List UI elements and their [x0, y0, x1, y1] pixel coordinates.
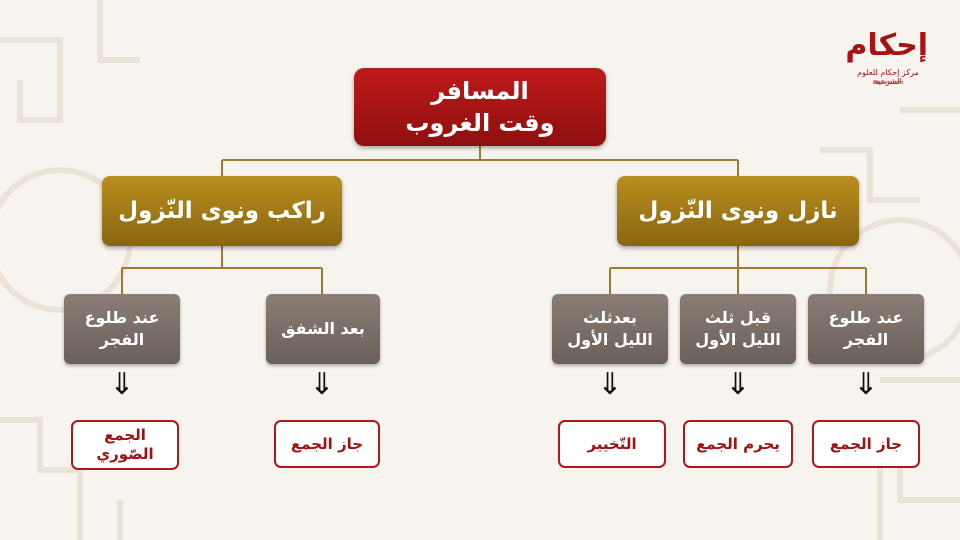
ruling-combining-permitted: جاز الجمع — [812, 420, 920, 468]
ruling-formal-combining: الجمع الصّوري — [71, 420, 179, 470]
category-alighted: نازل ونوى النّزول — [617, 176, 859, 246]
time-line-1: بعدثلث — [583, 308, 637, 327]
time-alighted-fajr: عند طلوع الفجر — [808, 294, 924, 364]
time-riding-shafaq: بعد الشفق — [266, 294, 380, 364]
time-line-1: عند طلوع — [828, 308, 904, 327]
down-arrow-icon: ⇓ — [597, 367, 623, 402]
time-line-1: بعد الشفق — [281, 319, 365, 338]
down-arrow-icon: ⇓ — [309, 367, 335, 402]
time-riding-fajr: عند طلوع الفجر — [64, 294, 180, 364]
time-line-1: قبل ثلث — [704, 308, 772, 327]
logo-mark: إحكام — [845, 28, 928, 63]
time-before-third-night: قبل ثلث الليل الأول — [680, 294, 796, 364]
ruling-label: جاز الجمع — [829, 434, 903, 453]
ruling-line-1: الجمع — [104, 426, 146, 444]
ruling-label: التّخيير — [587, 434, 637, 453]
category-alighted-label: نازل ونوى النّزول — [638, 198, 838, 224]
time-after-third-night: بعدثلث الليل الأول — [552, 294, 668, 364]
root-node: المسافر وقت الغروب — [354, 68, 606, 146]
logo-subtitle: مركز إحكام للعلوم الشرعية — [857, 68, 919, 86]
down-arrow-icon: ⇓ — [725, 367, 751, 402]
down-arrow-icon: ⇓ — [853, 367, 879, 402]
category-riding-label: راكب ونوى النّزول — [118, 198, 326, 224]
root-line-1: المسافر — [431, 77, 529, 105]
root-line-2: وقت الغروب — [405, 109, 555, 137]
ihkam-logo: إحكام مركز إحكام للعلوم الشرعية ihkaam.c… — [845, 28, 928, 100]
time-line-1: عند طلوع — [84, 308, 160, 327]
time-line-2: الفجر — [99, 330, 145, 349]
down-arrow-icon: ⇓ — [109, 367, 135, 402]
time-line-2: الليل الأول — [567, 330, 653, 349]
time-line-2: الليل الأول — [695, 330, 781, 349]
time-line-2: الفجر — [843, 330, 889, 349]
ruling-label: يحرم الجمع — [696, 434, 780, 453]
ruling-label: جاز الجمع — [290, 434, 364, 453]
ruling-combining-forbidden: يحرم الجمع — [683, 420, 793, 468]
ruling-choice: التّخيير — [558, 420, 666, 468]
logo-url: ihkaam.com — [872, 80, 904, 86]
ruling-combining-permitted: جاز الجمع — [274, 420, 380, 468]
ruling-line-2: الصّوري — [96, 445, 154, 463]
category-riding: راكب ونوى النّزول — [102, 176, 342, 246]
